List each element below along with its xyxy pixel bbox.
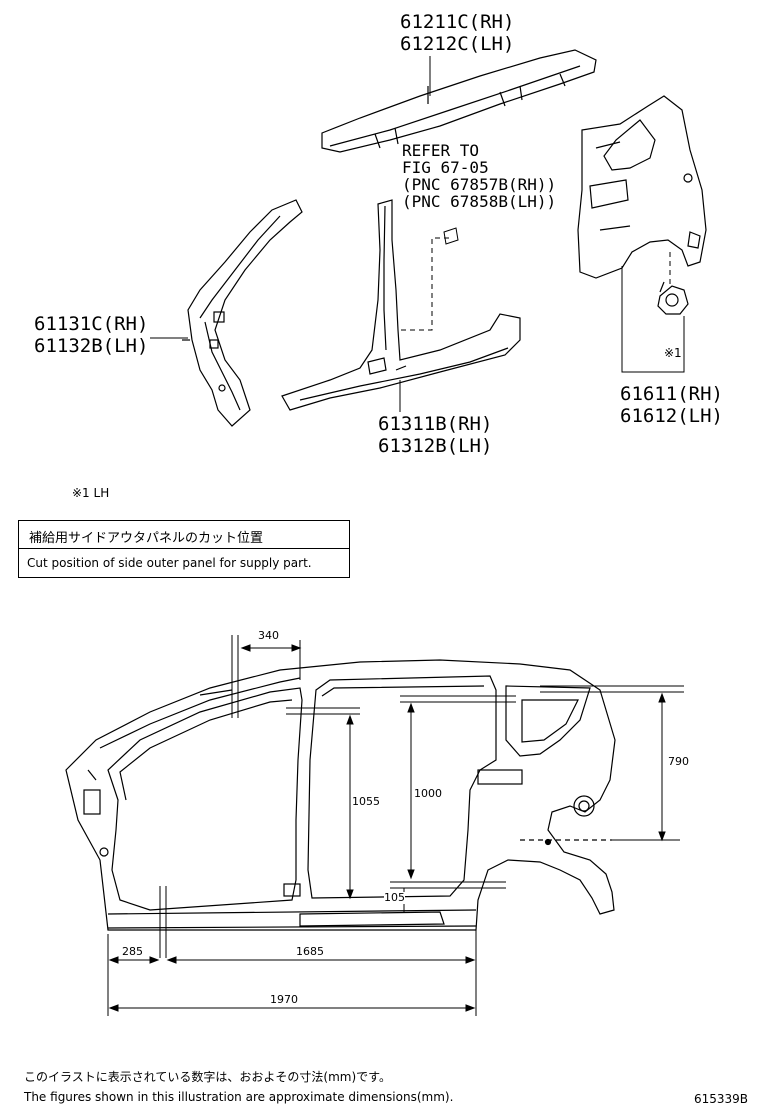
part-number-front-pillar-rh: 61131C(RH) <box>34 313 149 335</box>
dimension-1055: 1055 <box>352 795 380 808</box>
side-outer-panel-drawing <box>65 659 616 931</box>
dimension-1000: 1000 <box>414 787 442 800</box>
part-number-quarter-panel-lh: 61612(LH) <box>620 405 723 427</box>
part-number-center-pillar-rh: 61311B(RH) <box>378 413 493 435</box>
clip-part <box>657 281 689 315</box>
quarter-panel-part <box>577 95 707 279</box>
dimension-105: 105 <box>384 891 405 904</box>
illustration-code: 615339B <box>694 1092 749 1106</box>
refer-to-line-4: (PNC 67858B(LH)) <box>402 192 557 211</box>
supply-box-header-row: 補給用サイドアウタパネルのカット位置 <box>19 521 349 549</box>
cut-lines <box>159 635 684 958</box>
note-lh: ※1 LH <box>72 486 110 500</box>
dimension-1970: 1970 <box>270 993 298 1006</box>
part-number-center-pillar-lh: 61312B(LH) <box>378 435 493 457</box>
refer-to-line-3: (PNC 67857B(RH)) <box>402 175 557 194</box>
footer-english-note: The figures shown in this illustration a… <box>24 1090 454 1104</box>
part-number-front-pillar-lh: 61132B(LH) <box>34 335 149 357</box>
dimension-1685: 1685 <box>296 945 324 958</box>
leader-lines <box>150 56 685 412</box>
supply-box-japanese-text: 補給用サイドアウタパネルのカット位置 <box>29 531 264 546</box>
clip-mark: ※1 <box>664 346 682 360</box>
footer-japanese-note: このイラストに表示されている数字は、おおよその寸法(mm)です。 <box>24 1070 391 1084</box>
supply-cut-position-box: 補給用サイドアウタパネルのカット位置 Cut position of side … <box>18 520 350 578</box>
part-number-roof-rail-lh: 61212C(LH) <box>400 33 515 55</box>
dimension-lines <box>107 640 680 1016</box>
refer-to-line-2: FIG 67-05 <box>402 158 489 177</box>
dimension-340: 340 <box>258 629 279 642</box>
supply-box-english-text: Cut position of side outer panel for sup… <box>27 556 312 570</box>
front-pillar-part <box>182 199 303 427</box>
part-number-roof-rail-rh: 61211C(RH) <box>400 11 515 33</box>
refer-to-line-1: REFER TO <box>402 141 480 160</box>
dimension-285: 285 <box>122 945 143 958</box>
roof-rail-part <box>321 49 597 153</box>
center-pillar-part <box>281 199 521 411</box>
part-number-quarter-panel-rh: 61611(RH) <box>620 383 723 405</box>
dimension-790: 790 <box>668 755 689 768</box>
